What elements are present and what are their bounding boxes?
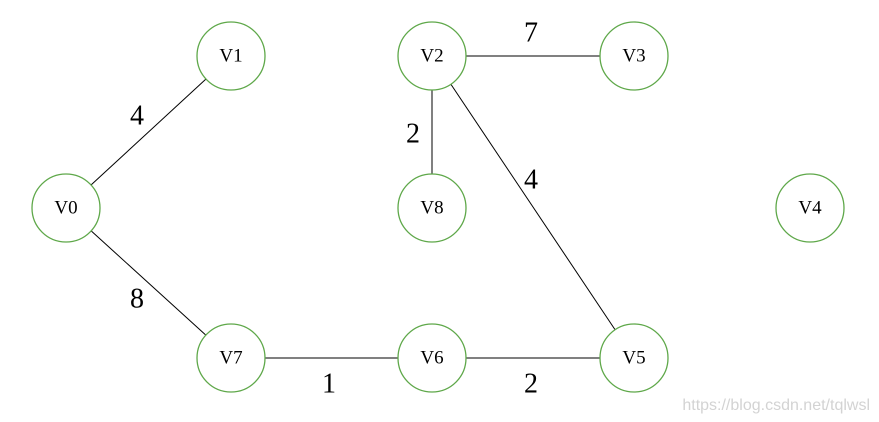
node-label: V4: [798, 198, 822, 219]
edge-v0-v1: [90, 78, 207, 186]
edge-v2-v5: [450, 83, 616, 331]
node-v2: V2: [397, 21, 467, 91]
edge-weight-v6-v5: 2: [524, 369, 538, 400]
node-v4: V4: [775, 173, 845, 243]
node-label: V1: [219, 46, 242, 67]
node-label: V3: [622, 46, 645, 67]
edges-layer: [90, 55, 616, 359]
node-label: V5: [622, 348, 645, 369]
node-circle: [397, 323, 467, 393]
node-circle: [196, 323, 266, 393]
node-label: V8: [420, 198, 443, 219]
edge-v0-v7: [90, 230, 207, 336]
edge-weight-v2-v8: 2: [406, 119, 420, 150]
node-label: V6: [420, 348, 443, 369]
node-v7: V7: [196, 323, 266, 393]
edge-weight-v0-v1: 4: [130, 101, 144, 132]
node-v3: V3: [599, 21, 669, 91]
node-circle: [599, 21, 669, 91]
edge-weight-v0-v7: 8: [130, 284, 144, 315]
node-label: V2: [420, 46, 443, 67]
node-v8: V8: [397, 173, 467, 243]
node-circle: [397, 173, 467, 243]
edge-weight-v2-v5: 4: [524, 165, 538, 196]
node-circle: [196, 21, 266, 91]
node-v5: V5: [599, 323, 669, 393]
node-v1: V1: [196, 21, 266, 91]
edge-weight-v2-v3: 7: [524, 18, 538, 49]
node-v0: V0: [31, 173, 101, 243]
node-circle: [775, 173, 845, 243]
node-circle: [599, 323, 669, 393]
node-label: V7: [219, 348, 242, 369]
node-label: V0: [54, 198, 77, 219]
node-circle: [31, 173, 101, 243]
edge-weight-v7-v6: 1: [322, 369, 336, 400]
watermark: https://blog.csdn.net/tqlwsl: [682, 397, 870, 414]
node-v6: V6: [397, 323, 467, 393]
node-circle: [397, 21, 467, 91]
